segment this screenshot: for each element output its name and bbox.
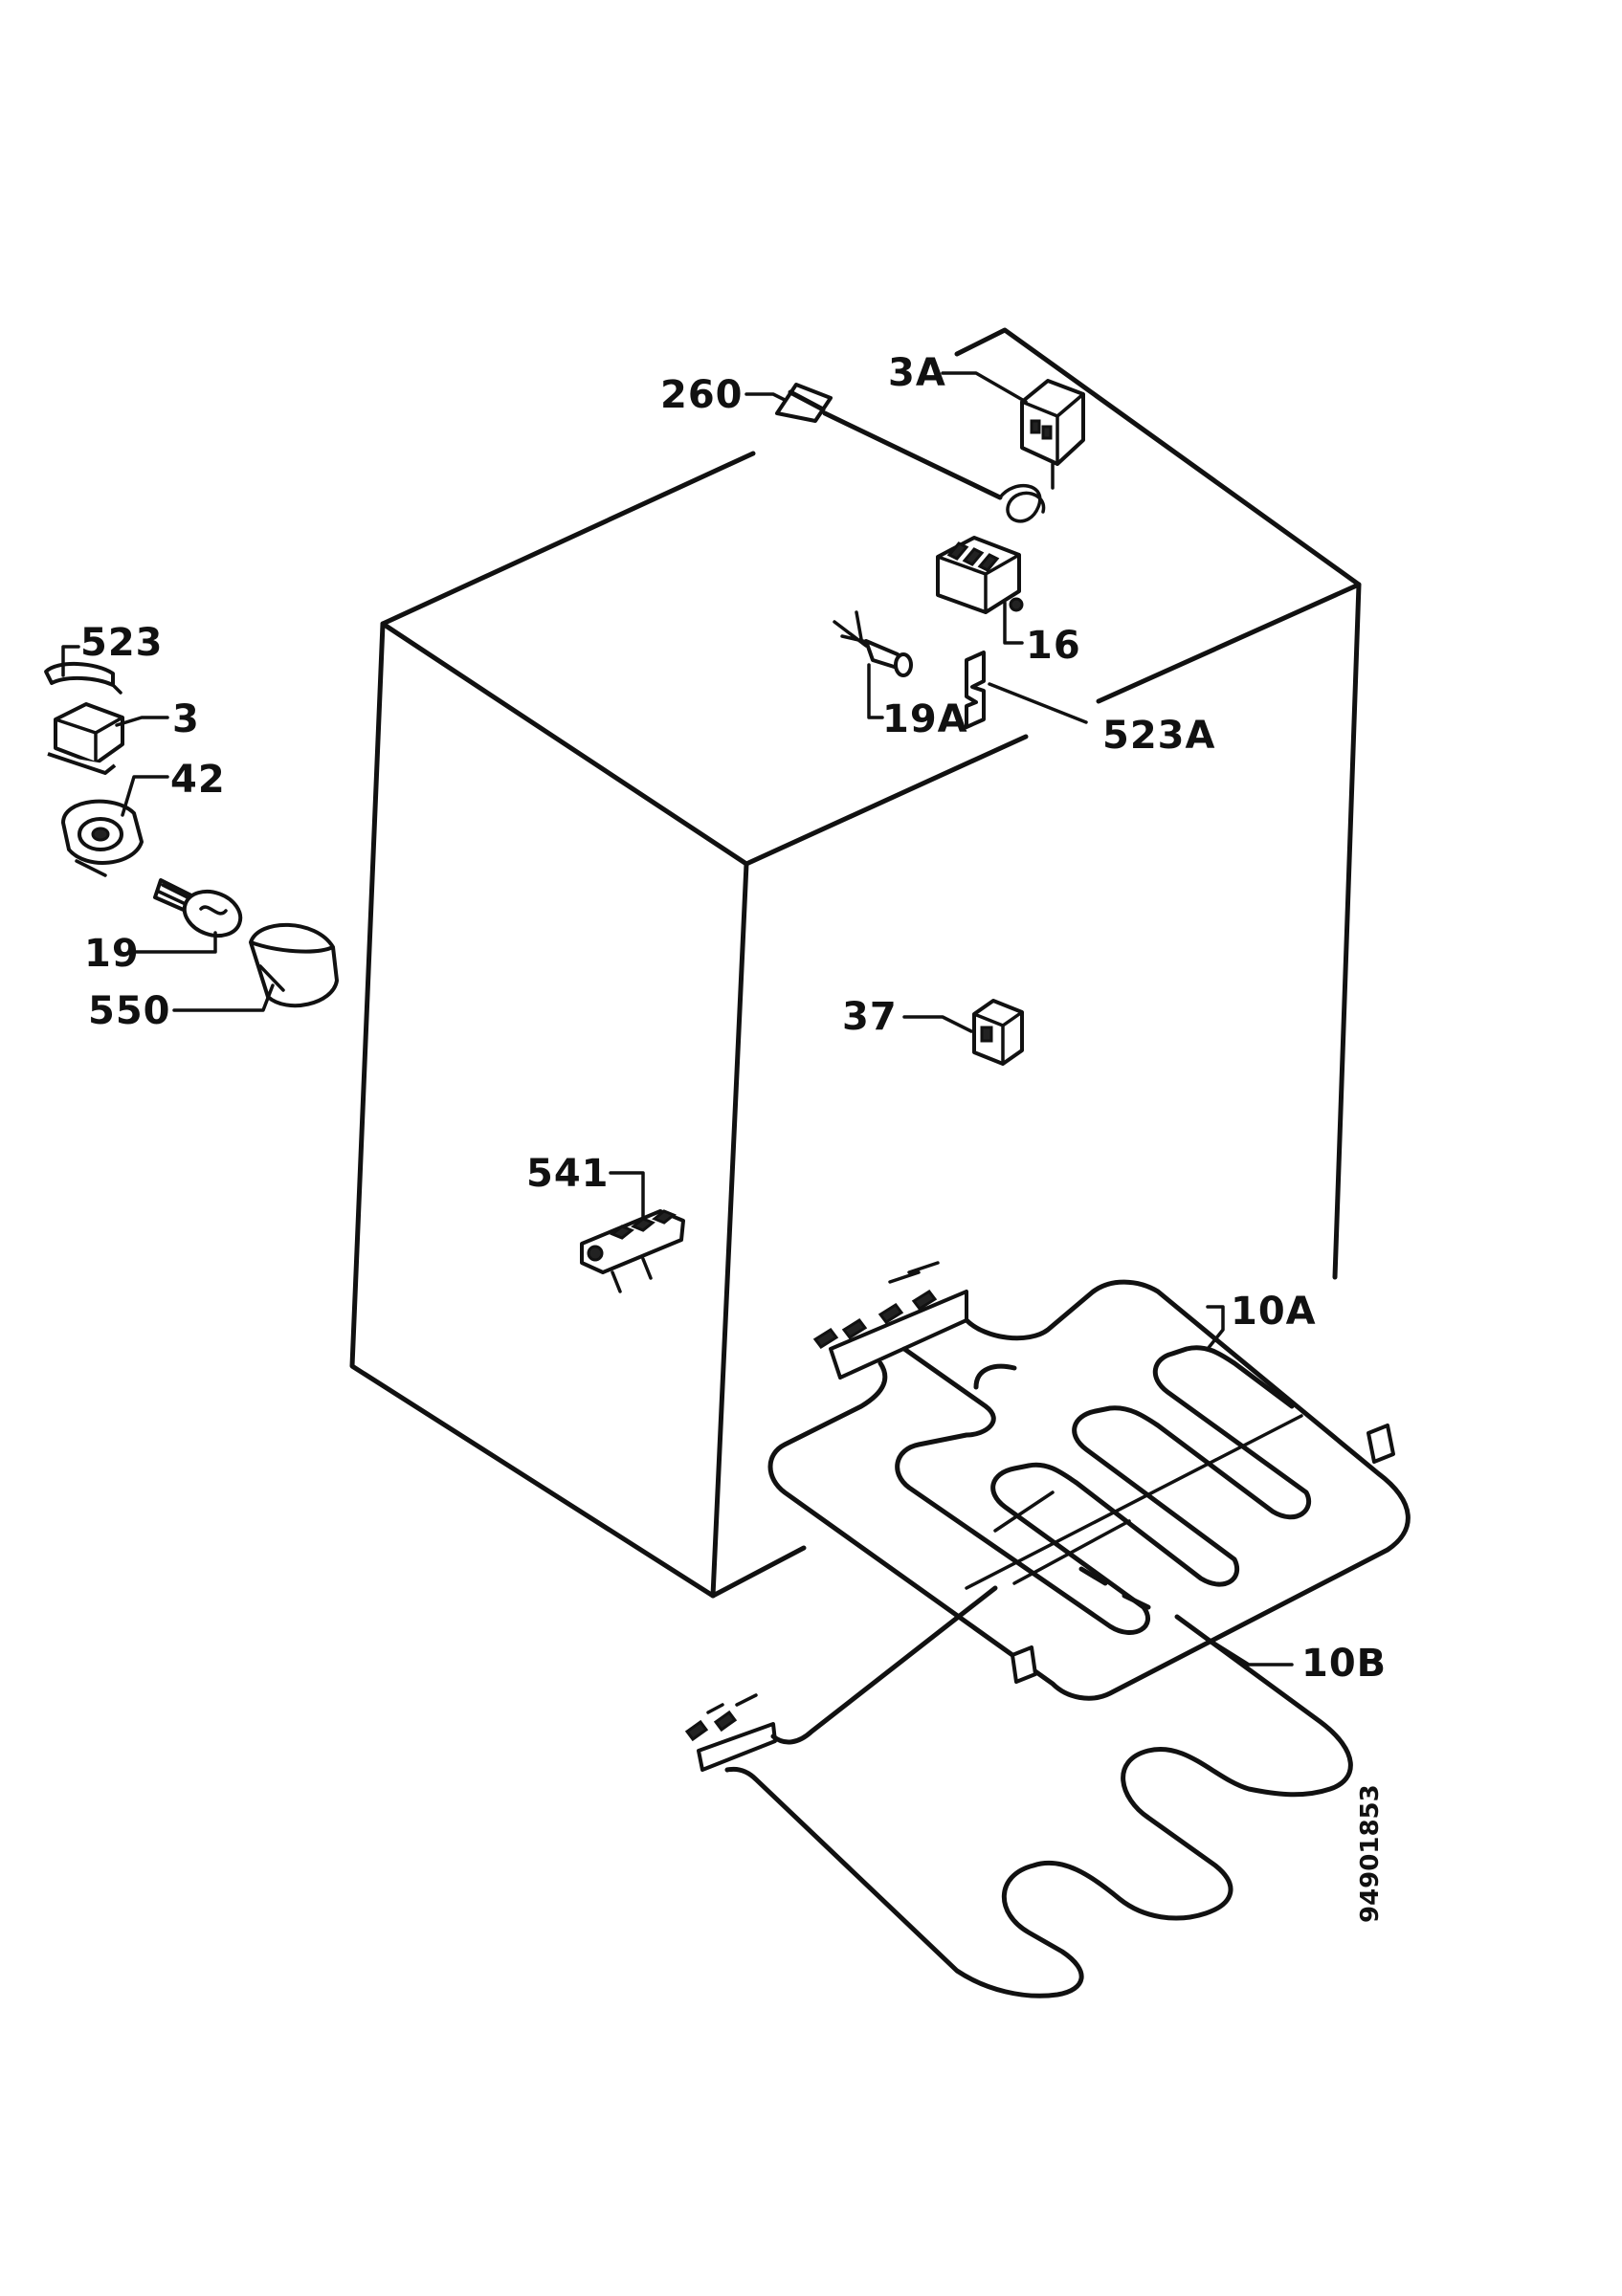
part-3-thermostat (47, 702, 124, 775)
sensor-capillary (822, 410, 1003, 500)
part-16-switch (936, 536, 1024, 614)
callout-523: 523 (80, 621, 164, 665)
cabinet-left-edges (349, 451, 756, 1599)
part-19A-lamp-holder (833, 610, 913, 677)
callout-16: 16 (1026, 624, 1081, 668)
leader-260 (744, 392, 787, 402)
element-10A-clip (1366, 1424, 1395, 1464)
leader-523A (988, 682, 1088, 724)
element-10A-support-bar (965, 1414, 1303, 1590)
part-260-sensor (775, 383, 1046, 523)
part-19-lamp (153, 878, 243, 938)
leader-42 (121, 775, 169, 817)
callout-550: 550 (88, 989, 171, 1033)
part-37-switch (972, 999, 1024, 1066)
part-541-terminal-block (580, 1209, 685, 1293)
cabinet-back-right-edges (954, 327, 1362, 1280)
leader-19A (867, 663, 884, 719)
callout-42: 42 (170, 758, 226, 802)
part-10B-bake-element (684, 1566, 1353, 1998)
cabinet-top-front-edge (744, 734, 1029, 867)
callout-10B: 10B (1301, 1642, 1387, 1686)
leader-37 (902, 1015, 973, 1033)
cabinet-top-right-edge (1096, 582, 1362, 704)
leader-523 (61, 645, 80, 677)
leader-19 (132, 931, 217, 954)
callout-19: 19 (84, 932, 140, 976)
part-42-lamp-socket (61, 799, 144, 877)
cabinet-front-edge (380, 621, 749, 1599)
element-10B-lead-upper (770, 1585, 998, 1745)
part-523A-clip (965, 651, 986, 729)
leader-16 (1003, 601, 1024, 645)
element-10B-bracket (697, 1722, 777, 1772)
part-550-lamp-cover (249, 922, 339, 1008)
leader-3A (941, 371, 1028, 404)
leader-3 (115, 716, 169, 727)
part-523-clip (44, 661, 122, 695)
leader-10B (1209, 1639, 1294, 1667)
callout-3A: 3A (888, 351, 946, 395)
sensor-body (775, 383, 833, 423)
callout-523A: 523A (1102, 714, 1215, 758)
part-callouts: 260 3A 16 19A 523A 523 3 42 19 550 37 54… (80, 351, 1387, 1686)
callout-260: 260 (660, 373, 744, 417)
element-10A-outer-tube (767, 1279, 1411, 1701)
cabinet-bottom-edge (710, 1545, 807, 1599)
element-10B-tube (724, 1614, 1353, 1998)
leader-550 (172, 983, 275, 1012)
part-10A-grill-element (767, 1261, 1411, 1701)
callout-10A: 10A (1231, 1290, 1317, 1334)
oven-cabinet (349, 327, 1362, 1599)
callout-3: 3 (172, 697, 200, 741)
leader-541 (609, 1171, 645, 1219)
callout-19A: 19A (882, 697, 968, 741)
part-3A-thermostat (1020, 379, 1085, 490)
element-10A-inner-tube (895, 1345, 1311, 1636)
leader-10A (1206, 1305, 1225, 1351)
drawing-number: 94901853 (1356, 1784, 1385, 1923)
callout-37: 37 (842, 995, 898, 1039)
callout-541: 541 (526, 1152, 610, 1196)
leader-lines (61, 371, 1294, 1667)
capillary-coil (998, 483, 1046, 523)
